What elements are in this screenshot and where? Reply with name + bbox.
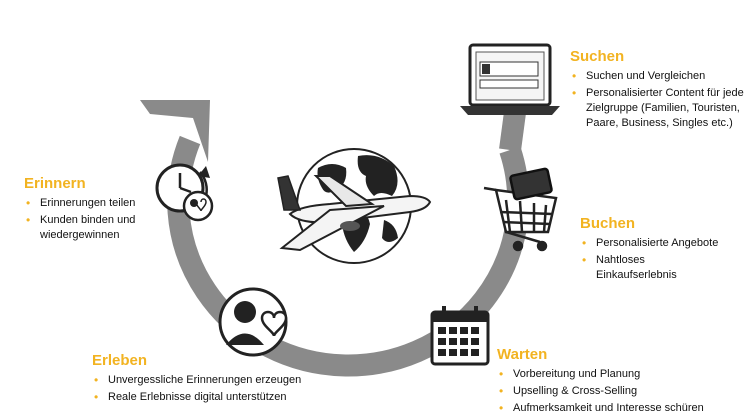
list-item: Nahtloses Einkaufserlebnis	[580, 253, 706, 283]
cycle-arrow	[167, 135, 530, 377]
list-item: Reale Erlebnisse digital unterstützen	[92, 390, 352, 405]
calendar-icon	[430, 306, 490, 366]
list-item: Vorbereitung und Planung	[497, 367, 747, 382]
list-item: Erinnerungen teilen	[24, 196, 154, 211]
people-heart-icon	[218, 287, 288, 357]
stage-warten: Warten Vorbereitung und Planung Upsellin…	[497, 346, 747, 418]
stage-title: Warten	[497, 346, 548, 363]
stage-title: Erinnern	[24, 175, 86, 192]
stage-title: Erleben	[92, 352, 148, 369]
stage-list: Vorbereitung und Planung Upselling & Cro…	[497, 367, 747, 416]
list-item: Unvergessliche Erinnerungen erzeugen	[92, 373, 352, 388]
stage-erinnern: Erinnern Erinnerungen teilen Kunden bind…	[24, 175, 154, 245]
stage-buchen: Buchen Personalisierte Angebote Nahtlose…	[580, 215, 745, 285]
laptop-icon	[460, 43, 560, 115]
list-item: Personalisierte Angebote	[580, 236, 745, 251]
stage-title: Buchen	[580, 215, 636, 232]
list-item: Suchen und Vergleichen	[570, 69, 745, 84]
stage-erleben: Erleben Unvergessliche Erinnerungen erze…	[92, 352, 352, 407]
cycle-arrowhead	[140, 100, 210, 162]
stage-list: Personalisierte Angebote Nahtloses Einka…	[580, 236, 745, 283]
list-item: Kunden binden und wiedergewinnen	[24, 213, 154, 243]
shopping-cart-icon	[483, 167, 558, 252]
stage-list: Erinnerungen teilen Kunden binden und wi…	[24, 196, 154, 243]
stage-list: Suchen und Vergleichen Personalisierter …	[570, 69, 745, 131]
airplane-icon	[277, 175, 432, 252]
stage-title: Suchen	[570, 48, 625, 65]
list-item: Personalisierter Content für jede Zielgr…	[570, 86, 745, 131]
stage-list: Unvergessliche Erinnerungen erzeugen Rea…	[92, 373, 352, 405]
clock-icon	[155, 163, 214, 222]
list-item: Upselling & Cross-Selling	[497, 384, 747, 399]
stage-suchen: Suchen Suchen und Vergleichen Personalis…	[570, 48, 745, 133]
list-item: Aufmerksamkeit und Interesse schüren	[497, 401, 747, 416]
